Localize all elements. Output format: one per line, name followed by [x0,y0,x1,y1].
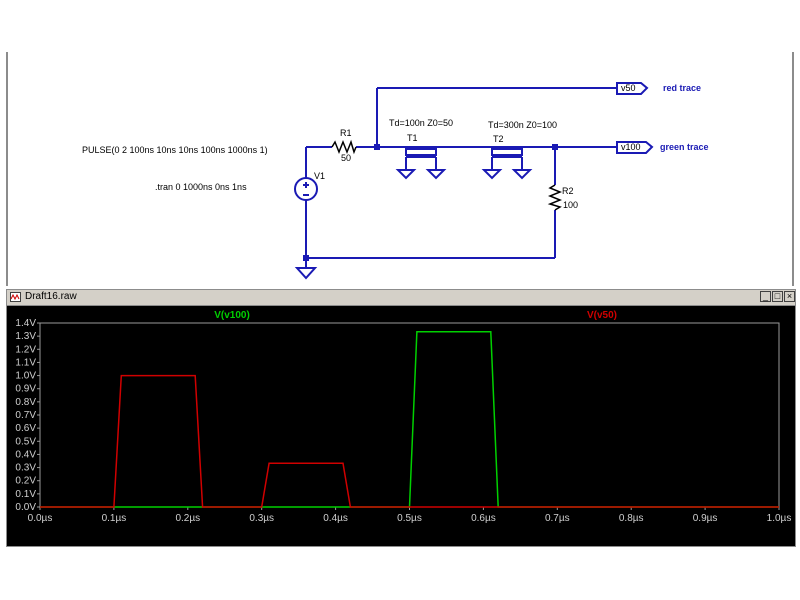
transmission-line-t1[interactable] [395,146,447,180]
schematic-canvas[interactable]: PULSE(0 2 100ns 10ns 10ns 100ns 1000ns 1… [0,52,800,286]
waveform-viewer-window[interactable]: Draft16.raw _ □ × 1.4V 1.3V 1.2V 1.1V 1.0V 0.… [6,289,796,547]
green-trace-label: green trace [660,142,709,152]
x-tick-label: 0.5µs [397,513,422,524]
waveform-app-icon [10,292,21,302]
r1-value: 50 [341,153,352,163]
schematic-drawing [294,82,654,280]
x-tick-label: 0.7µs [545,513,570,524]
y-tick-label: 0.6V [15,423,36,434]
r2-label: R2 [562,186,574,196]
series-line-v-v50[interactable] [40,374,779,508]
y-tick-label: 0.3V [15,463,36,474]
y-tick-label: 1.2V [15,344,36,355]
y-tick-label: 0.0V [15,502,36,513]
net-tag-v100-outline[interactable] [616,141,654,154]
v1-label: V1 [314,171,326,181]
source-spec-text[interactable]: PULSE(0 2 100ns 10ns 10ns 100ns 1000ns 1… [82,145,268,155]
tran-directive-text[interactable]: .tran 0 1000ns 0ns 1ns [155,182,247,192]
y-tick-label: 0.2V [15,476,36,487]
y-tick-label: 0.4V [15,449,36,460]
junction-dots [303,144,558,261]
r1-label: R1 [340,128,352,138]
waveform-plot[interactable]: 1.4V 1.3V 1.2V 1.1V 1.0V 0.9V 0.8V 0.7V 0.6V 0.5V… [7,306,795,546]
x-tick-label: 0.3µs [249,513,274,524]
x-tick-label: 0.4µs [323,513,348,524]
y-tick-label: 0.5V [15,436,36,447]
y-tick-label: 1.3V [15,331,36,342]
red-trace-label: red trace [663,83,702,93]
x-tick-label: 0.6µs [471,513,496,524]
y-tick-label: 0.8V [15,397,36,408]
x-tick-label: 0.1µs [102,513,127,524]
t1-spec: Td=100n Z0=50 [389,118,454,128]
t1-label: T1 [407,133,418,143]
x-tick-label: 0.2µs [175,513,200,524]
y-tick-label: 0.7V [15,410,36,421]
waveform-window-title: Draft16.raw [25,291,77,302]
ground-symbol [294,267,318,280]
minimize-button[interactable]: _ [760,291,771,302]
resistor-r2[interactable] [547,184,563,211]
t2-label: T2 [493,134,504,144]
resistor-r1[interactable] [331,139,357,155]
legend-entry[interactable]: V(v100) [214,310,250,321]
x-tick-label: 0.0µs [28,513,53,524]
series-line-v-v100[interactable] [40,331,779,508]
r2-value: 100 [563,200,579,210]
y-tick-label: 0.1V [15,489,36,500]
transmission-line-t2[interactable] [481,146,533,180]
y-tick-label: 1.1V [15,357,36,368]
net-tag-v50-outline[interactable] [616,82,649,95]
y-tick-label: 1.4V [15,318,36,329]
x-tick-label: 1.0µs [767,513,792,524]
t2-spec: Td=300n Z0=100 [488,120,558,130]
voltage-source-v1[interactable] [294,177,318,201]
legend-entry[interactable]: V(v50) [587,310,617,321]
close-button[interactable]: × [784,291,795,302]
waveform-titlebar[interactable]: Draft16.raw _ □ × [7,290,795,306]
y-tick-label: 1.0V [15,371,36,382]
x-tick-label: 0.8µs [619,513,644,524]
maximize-button[interactable]: □ [772,291,783,302]
x-tick-label: 0.9µs [693,513,718,524]
net-tag-v50[interactable]: v50 [621,83,636,93]
plot-frame [39,322,780,508]
schematic-frame [6,52,794,286]
y-tick-label: 0.9V [15,384,36,395]
net-tag-v100[interactable]: v100 [621,142,641,152]
